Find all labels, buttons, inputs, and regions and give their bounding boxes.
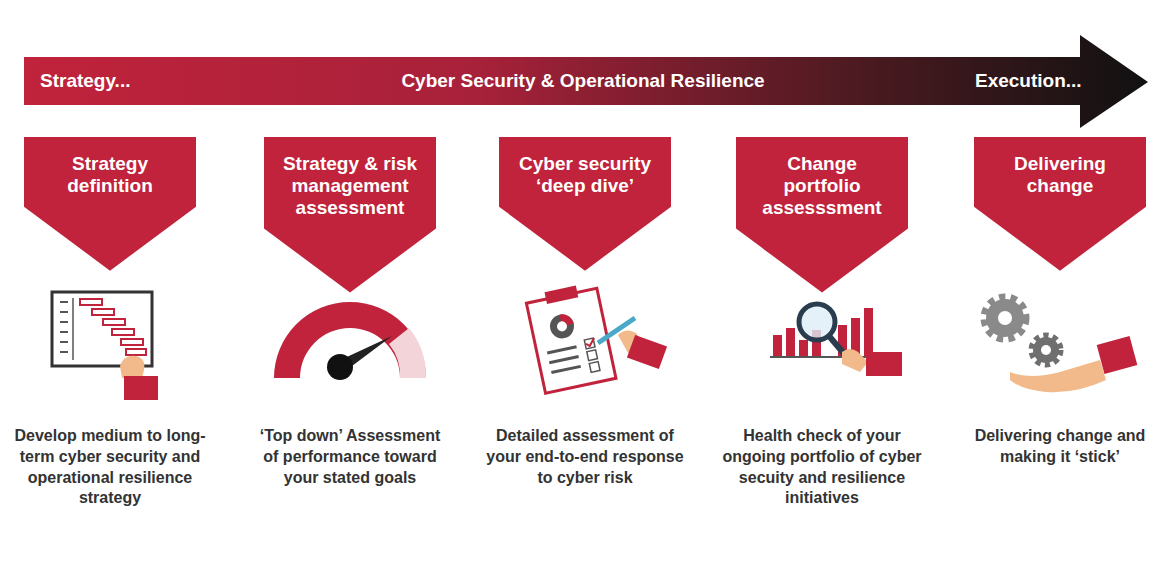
step-heading: Delivering change (985, 137, 1135, 197)
step-description: ‘Top down’ Assessment of performance tow… (250, 426, 450, 488)
chevron-polygon (264, 137, 436, 293)
step-chevron: Cyber security ‘deep dive’ (499, 137, 671, 271)
gauge-icon (274, 302, 426, 380)
step-description: Develop medium to long-term cyber securi… (10, 426, 210, 509)
step-description: Health check of your ongoing portfolio o… (722, 426, 922, 509)
chevron-polygon (736, 137, 908, 293)
step-heading: Change portfolio assesssment (747, 137, 897, 219)
step-heading: Strategy definition (35, 137, 185, 197)
band-end-label: Execution... (975, 70, 1082, 93)
step-description: Delivering change and making it ‘stick’ (960, 426, 1160, 468)
arrow-path (24, 35, 1148, 128)
band-title: Cyber Security & Operational Resilience (401, 70, 764, 93)
gantt-icon (52, 292, 158, 400)
chevron-polygon (974, 137, 1146, 271)
step-chevron: Strategy definition (24, 137, 196, 271)
step-chevron: Strategy & risk management assessment (264, 137, 436, 293)
chart-magnifier-icon (770, 304, 902, 376)
chevron-polygon (24, 137, 196, 271)
step-chevron: Delivering change (974, 137, 1146, 271)
arrow-band: Strategy... Cyber Security & Operational … (24, 35, 1148, 128)
step-chevron: Change portfolio assesssment (736, 137, 908, 293)
step-heading: Strategy & risk management assessment (275, 137, 425, 219)
gears-icon (985, 298, 1137, 392)
clipboard-icon (525, 281, 667, 393)
step-heading: Cyber security ‘deep dive’ (510, 137, 660, 197)
chevron-polygon (499, 137, 671, 271)
step-description: Detailed assessment of your end-to-end r… (485, 426, 685, 488)
band-end-label: Strategy... (40, 70, 130, 93)
